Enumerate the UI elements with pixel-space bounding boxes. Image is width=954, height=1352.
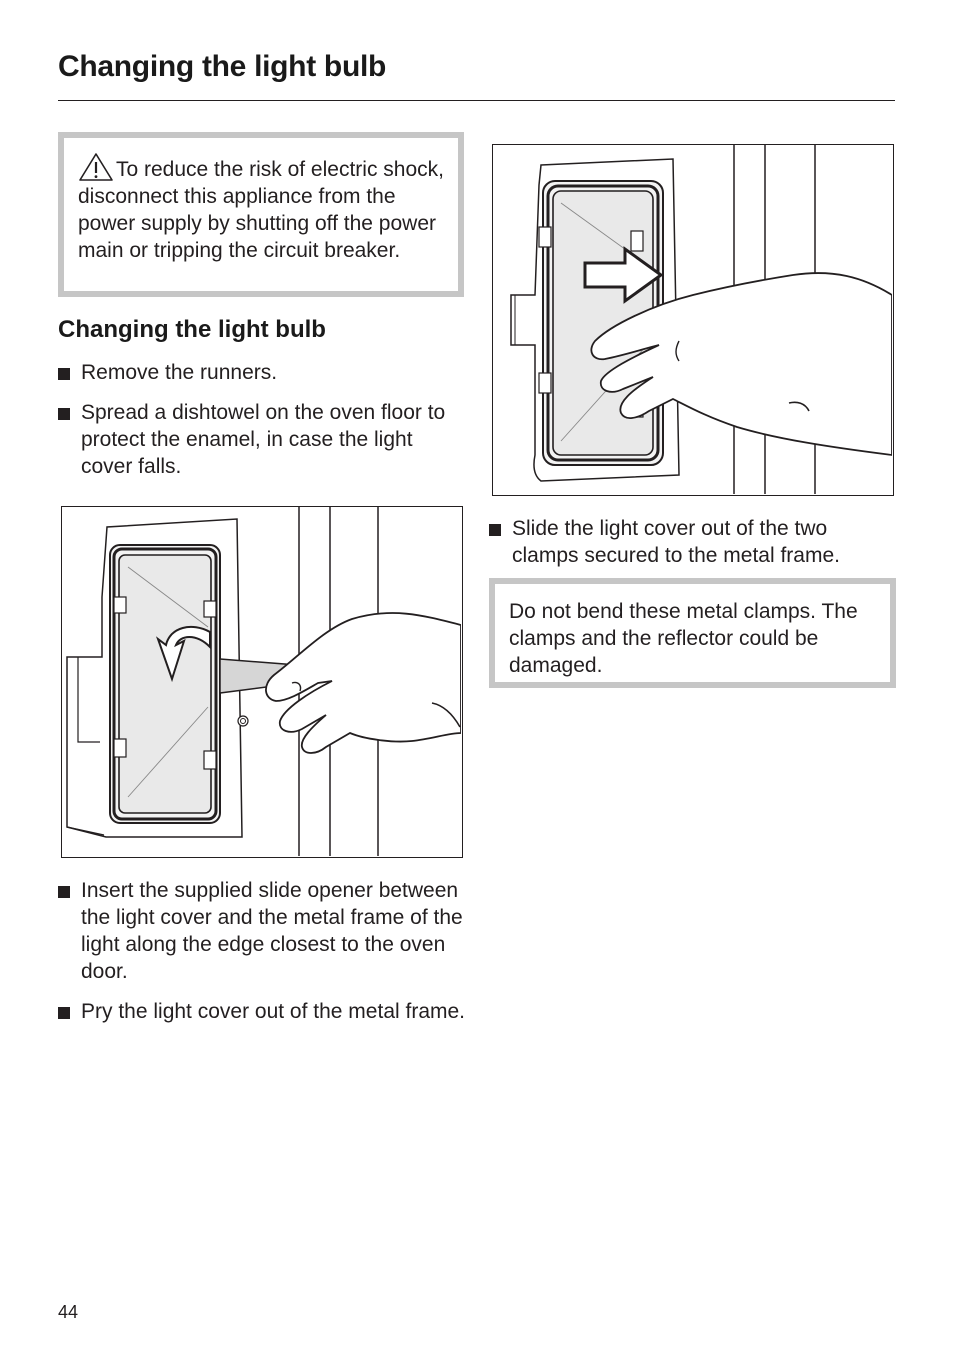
slide-cover-drawing <box>510 145 892 494</box>
step-item: Slide the light cover out of the two cla… <box>489 515 899 569</box>
square-bullet-icon <box>489 524 501 536</box>
note-box: Do not bend these metal clamps. The clam… <box>489 578 896 688</box>
section-heading: Changing the light bulb <box>58 316 326 343</box>
step-text: Remove the runners. <box>81 361 278 384</box>
step-text: Spread a dishtowel on the oven floor to … <box>81 401 446 478</box>
title-divider <box>58 100 895 101</box>
steps-list-b: Insert the supplied slide opener between… <box>58 877 468 1038</box>
page-number: 44 <box>58 1302 79 1322</box>
step-item: Insert the supplied slide opener between… <box>58 877 468 985</box>
square-bullet-icon <box>58 408 70 420</box>
illustration-pry-cover <box>61 506 463 858</box>
warning-box: To reduce the risk of electric shock, di… <box>58 132 464 297</box>
steps-list-c: Slide the light cover out of the two cla… <box>489 515 899 582</box>
page-title: Changing the light bulb <box>58 50 387 83</box>
warning-text: To reduce the risk of electric shock, di… <box>78 158 444 262</box>
pry-cover-drawing <box>66 507 461 856</box>
note-text: Do not bend these metal clamps. The clam… <box>509 600 858 677</box>
steps-list-a: Remove the runners. Spread a dishtowel o… <box>58 359 468 493</box>
step-item: Spread a dishtowel on the oven floor to … <box>58 399 468 480</box>
illustration-slide-cover <box>492 144 894 496</box>
step-item: Pry the light cover out of the metal fra… <box>58 998 468 1025</box>
step-text: Slide the light cover out of the two cla… <box>512 517 840 567</box>
warning-text-block: To reduce the risk of electric shock, di… <box>78 152 446 264</box>
warning-triangle-icon <box>79 153 113 181</box>
square-bullet-icon <box>58 368 70 380</box>
step-text: Insert the supplied slide opener between… <box>81 879 463 983</box>
square-bullet-icon <box>58 1007 70 1019</box>
square-bullet-icon <box>58 886 70 898</box>
step-text: Pry the light cover out of the metal fra… <box>81 1000 466 1023</box>
step-item: Remove the runners. <box>58 359 468 386</box>
